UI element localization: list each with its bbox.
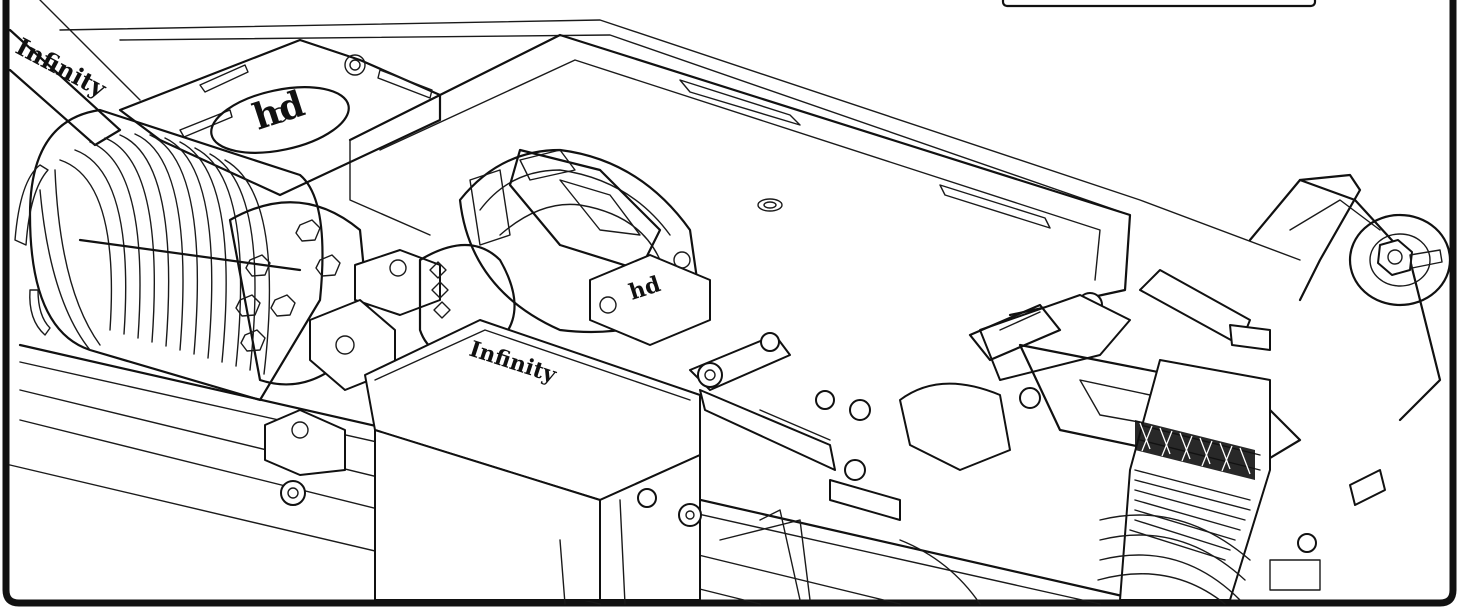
front-suspension [899, 173, 1442, 472]
camber-link [1139, 269, 1271, 351]
motor [14, 108, 324, 402]
spur-mount: hd [589, 251, 711, 346]
servo-case: Infinity [364, 319, 701, 601]
front-bulkhead [968, 303, 1386, 591]
slipper-housing [508, 148, 662, 272]
top-bar [1001, 0, 1317, 8]
lower-details [559, 499, 981, 605]
motor-plate-logo-text: hd [248, 83, 310, 139]
motor-mount [264, 249, 441, 476]
left-rail: Infinity [8, 0, 141, 147]
wheel-hub [1348, 213, 1452, 307]
steering-linkage [689, 332, 901, 521]
left-edge-brand-text: Infinity [11, 32, 112, 104]
shock-absorber [1097, 359, 1271, 605]
